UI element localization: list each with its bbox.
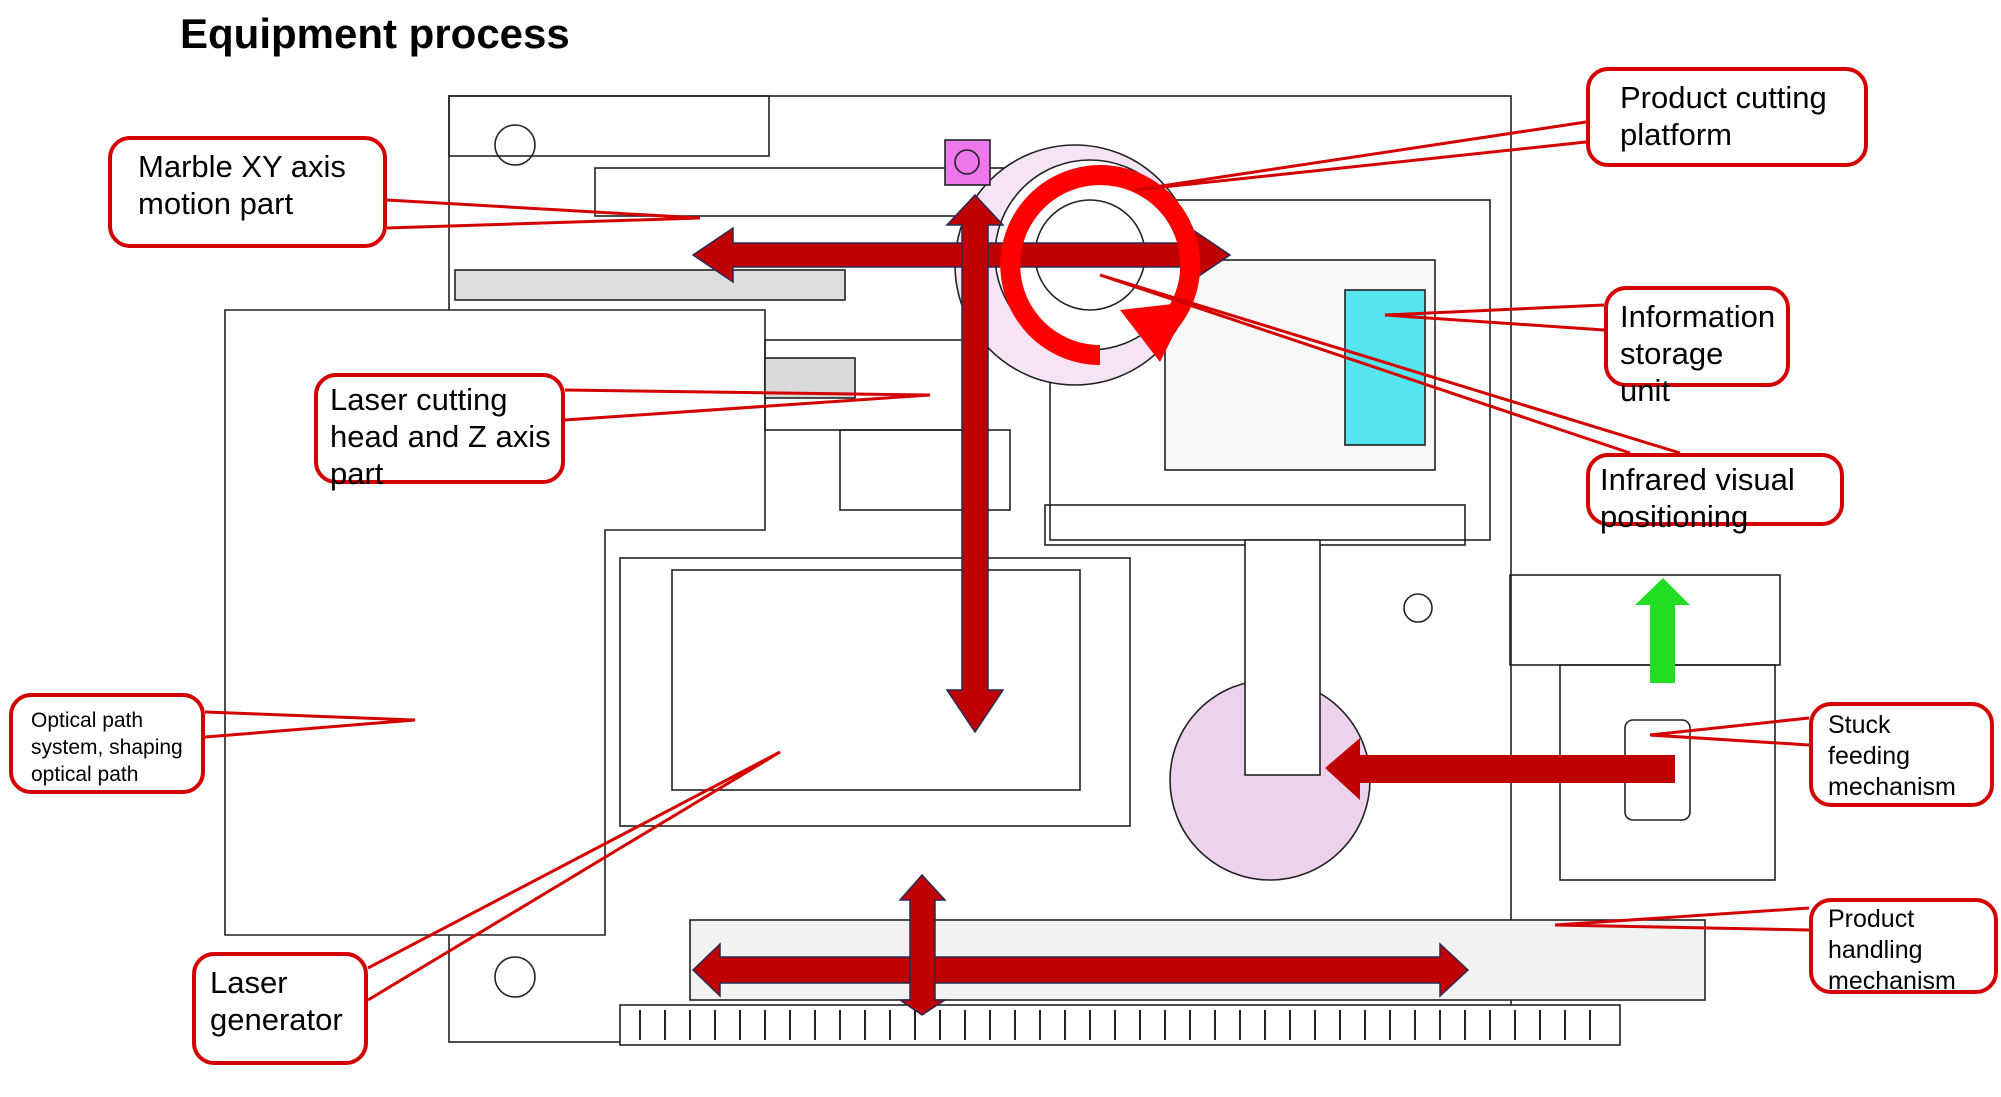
- cross-rail: [1044, 504, 1466, 546]
- callout-information-storage: Information storage unit: [1604, 286, 1790, 408]
- callout-line: Information: [1620, 299, 1776, 334]
- handling-horizontal-arrow: [691, 942, 1470, 998]
- top-rail: [448, 95, 770, 157]
- callout-line: mechanism: [1828, 773, 1956, 801]
- platform-rotation-arrow: [1000, 165, 1201, 365]
- laser-generator-panel: [671, 569, 1081, 791]
- cable-chain: [619, 1004, 1621, 1046]
- callout-infrared-visual: Infrared visual positioning: [1586, 453, 1844, 534]
- feeding-bracket: [1509, 574, 1781, 666]
- callout-line: platform: [1620, 117, 1732, 152]
- leader-information-storage: [1384, 303, 1605, 332]
- leader-marble-xy: [386, 198, 701, 230]
- leader-stuck-feeding: [1649, 716, 1810, 747]
- callout-line: Stuck: [1828, 711, 1891, 739]
- callout-product-handling: Product handling mechanism: [1809, 898, 1998, 995]
- beam-tube: [764, 357, 856, 399]
- callout-line: motion part: [138, 186, 294, 221]
- callout-line: Infrared visual: [1600, 462, 1795, 497]
- leader-laser-generator: [367, 750, 781, 1002]
- leader-laser-head: [564, 388, 931, 422]
- leader-product-handling: [1554, 906, 1810, 932]
- callout-line: part: [330, 456, 384, 491]
- marble-plate: [454, 269, 846, 301]
- callout-marble-xy: Marble XY axis motion part: [108, 136, 387, 248]
- callout-line: optical path: [31, 763, 139, 786]
- callout-laser-cutting-head: Laser cutting head and Z axis part: [314, 373, 565, 491]
- callout-line: system, shaping: [31, 736, 183, 759]
- cable-chain-links: [639, 1010, 1591, 1040]
- callout-product-cutting-platform: Product cutting platform: [1586, 67, 1868, 167]
- xy-vertical-arrow: [945, 193, 1005, 734]
- feeding-left-arrow: [1325, 738, 1675, 800]
- callout-line: Product: [1828, 905, 1915, 933]
- handling-vertical-arrow: [897, 873, 948, 1016]
- motor-shaft: [954, 149, 980, 175]
- mount-hole-bottom: [494, 956, 536, 998]
- laser-generator-housing: [619, 557, 1131, 827]
- motor: [944, 139, 991, 186]
- callout-line: Optical path: [31, 709, 144, 732]
- callout-laser-generator: Laser generator: [192, 952, 368, 1065]
- leader-product-cutting: [1134, 120, 1587, 192]
- z-axis-block: [839, 429, 1011, 511]
- page-title: Equipment process: [180, 10, 570, 57]
- loading-arm: [1244, 539, 1321, 776]
- callout-stuck-feeding: Stuck feeding mechanism: [1809, 702, 1994, 807]
- callout-line: mechanism: [1828, 967, 1956, 995]
- mount-hole-top: [494, 124, 536, 166]
- callout-line: Laser cutting: [330, 382, 508, 417]
- leader-optical-path: [204, 710, 416, 739]
- feeding-up-arrow: [1635, 578, 1690, 683]
- callout-line: positioning: [1600, 499, 1749, 534]
- callout-line: storage unit: [1620, 336, 1724, 408]
- mount-hole-right: [1403, 593, 1433, 623]
- callout-optical-path: Optical path system, shaping optical pat…: [9, 693, 205, 794]
- callout-line: head and Z axis: [330, 419, 551, 454]
- callout-line: generator: [210, 1002, 343, 1037]
- leader-infrared: [1099, 273, 1681, 455]
- callout-line: Laser: [210, 965, 288, 1000]
- callout-line: handling: [1828, 936, 1923, 964]
- callout-line: Marble XY axis: [138, 149, 346, 184]
- callout-line: Product cutting: [1620, 80, 1827, 115]
- callout-line: feeding: [1828, 742, 1911, 770]
